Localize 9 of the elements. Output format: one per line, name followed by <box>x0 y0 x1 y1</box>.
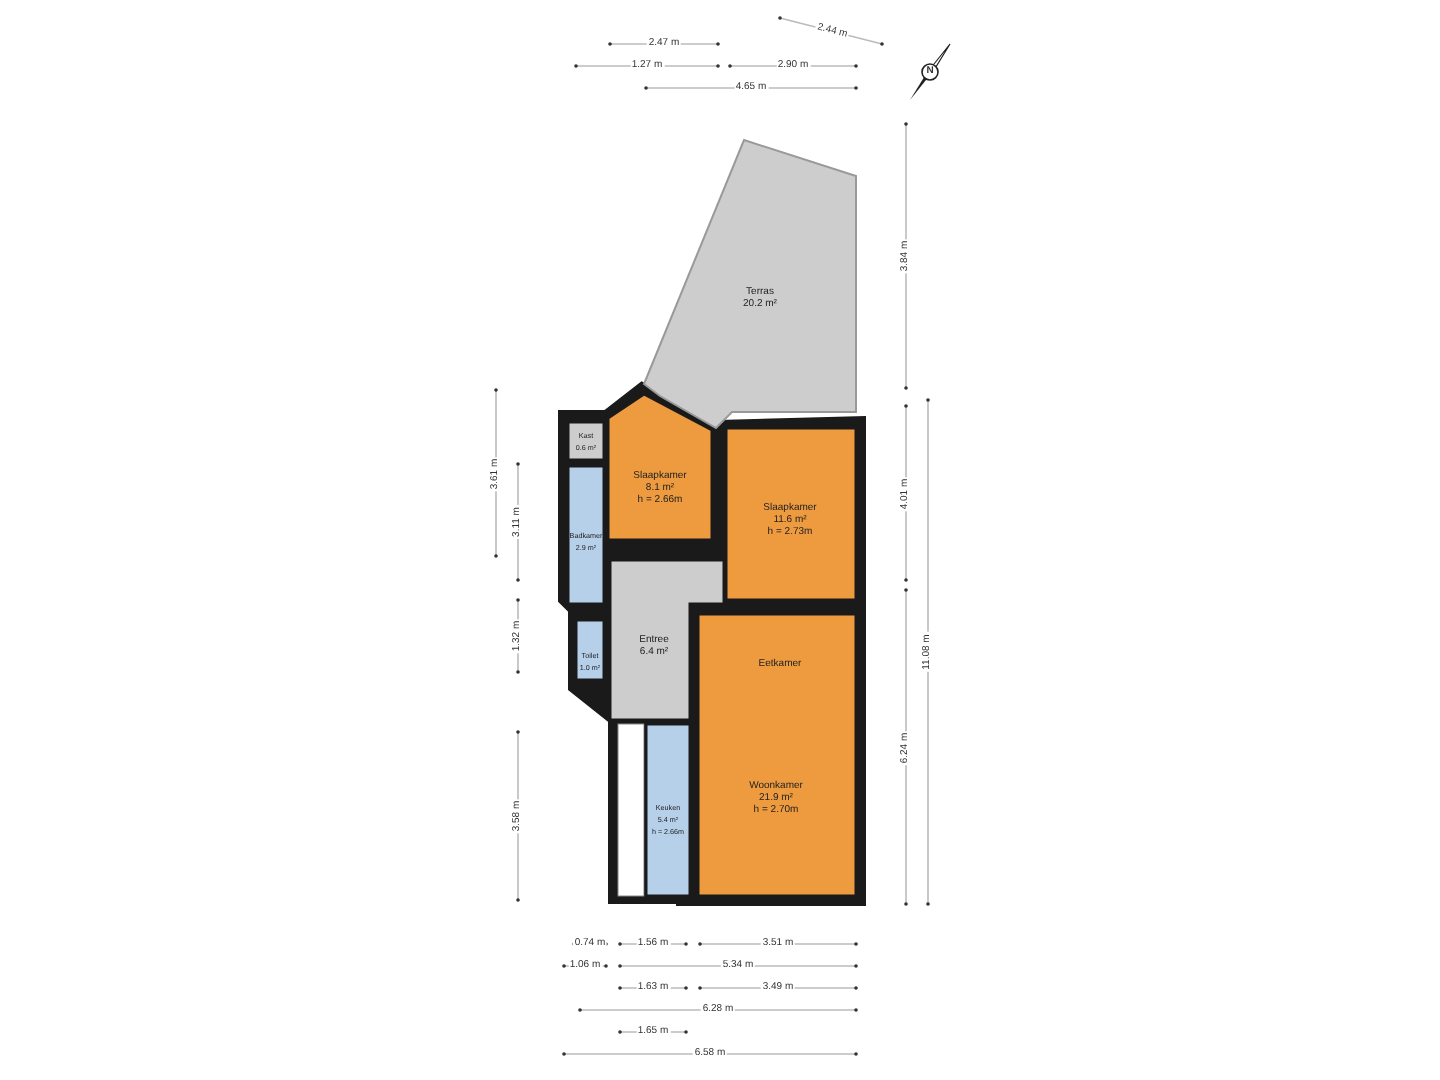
room-area <box>608 394 712 540</box>
room-area <box>568 466 604 604</box>
room-area <box>610 560 724 720</box>
room-area <box>576 620 604 680</box>
room-area <box>698 614 856 896</box>
terrace-area <box>644 140 856 428</box>
room-area <box>726 428 856 600</box>
room-area <box>568 422 604 460</box>
room-area <box>646 724 690 896</box>
